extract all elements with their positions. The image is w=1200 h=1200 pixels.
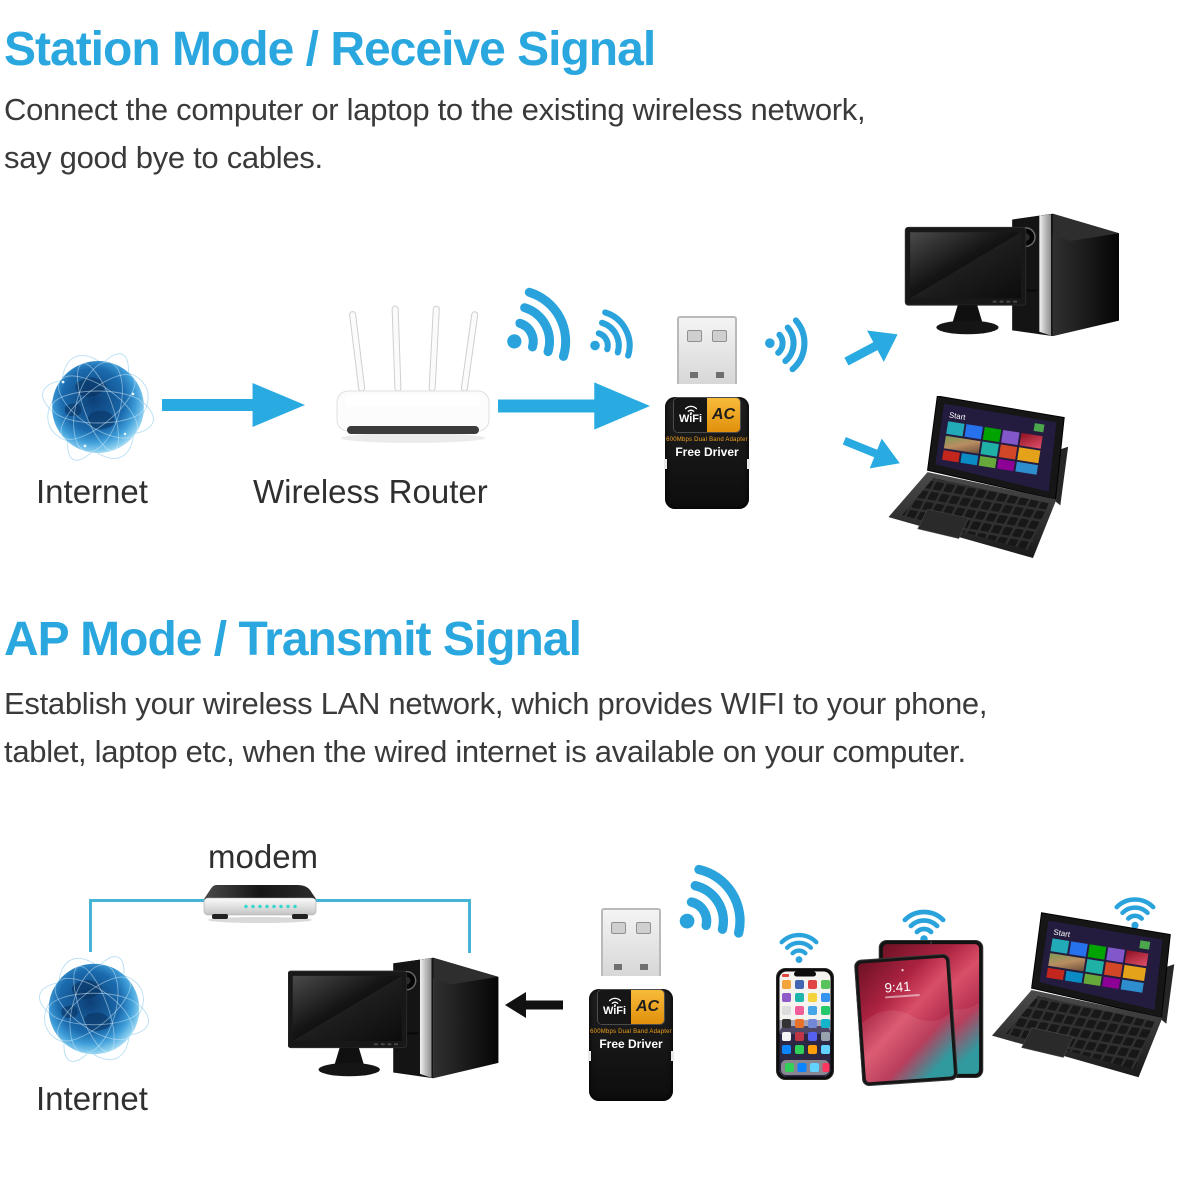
wireless-router-label: Wireless Router bbox=[253, 473, 488, 510]
usb-pin bbox=[690, 372, 698, 378]
station-mode-title: Station Mode / Receive Signal bbox=[4, 23, 656, 76]
usb-pin bbox=[614, 964, 622, 970]
adapter-driver-text: Free Driver bbox=[599, 1037, 663, 1051]
adapter-wifi-logo: WiFi bbox=[674, 398, 707, 432]
tablet-icon: 9:41 bbox=[854, 953, 958, 1087]
station-desc-line1: Connect the computer or laptop to the ex… bbox=[4, 92, 866, 127]
usb-hole bbox=[687, 330, 702, 342]
usb-wifi-adapter: WiFi AC 600Mbps Dual Band Adapter Free D… bbox=[664, 316, 750, 509]
ap-desc-line1: Establish your wireless LAN network, whi… bbox=[4, 686, 988, 721]
side-notch bbox=[588, 1051, 591, 1061]
cable-line-vertical-right bbox=[468, 899, 471, 953]
usb-hole bbox=[611, 922, 626, 934]
usb-wifi-adapter: WiFi AC 600Mbps Dual Band Adapter Free D… bbox=[588, 908, 674, 1101]
station-desc-line2: say good bye to cables. bbox=[4, 140, 323, 175]
arrow-right-icon bbox=[162, 383, 305, 427]
wireless-router-icon bbox=[336, 305, 490, 443]
arrow-left-icon bbox=[505, 992, 563, 1018]
usb-pin bbox=[716, 372, 724, 378]
usb-pin bbox=[640, 964, 648, 970]
adapter-ac-text: AC bbox=[631, 990, 664, 1024]
adapter-wifi-logo: WiFi bbox=[598, 990, 631, 1024]
adapter-wifi-text: WiFi bbox=[602, 1005, 627, 1017]
wifi-signal-icon bbox=[758, 311, 819, 379]
laptop-start-label: Start bbox=[948, 410, 966, 422]
smartphone-icon bbox=[776, 968, 834, 1080]
desktop-computer-icon bbox=[904, 213, 1119, 337]
arrow-right-icon bbox=[498, 382, 650, 430]
modem-label: modem bbox=[208, 838, 319, 875]
usb-connector bbox=[677, 316, 737, 384]
modem-icon bbox=[203, 885, 317, 923]
tablet-pair: 9:41 bbox=[854, 940, 988, 1090]
internet-globe-icon bbox=[39, 956, 149, 1062]
wifi-logo-arcs-icon bbox=[684, 405, 697, 414]
laptop-start-label: Start bbox=[1053, 928, 1072, 940]
usb-connector bbox=[601, 908, 661, 976]
laptop-icon: Start bbox=[992, 912, 1175, 1078]
ap-mode-description: Establish your wireless LAN network, whi… bbox=[4, 680, 987, 776]
adapter-driver-text: Free Driver bbox=[675, 445, 739, 459]
usb-hole bbox=[636, 922, 651, 934]
internet-label: Internet bbox=[36, 473, 148, 510]
internet-globe-icon bbox=[42, 353, 154, 461]
side-notch bbox=[664, 459, 667, 469]
side-notch bbox=[747, 459, 750, 469]
wifi-signal-icon bbox=[572, 295, 652, 378]
ap-mode-title: AP Mode / Transmit Signal bbox=[4, 613, 582, 666]
adapter-body: WiFi AC 600Mbps Dual Band Adapter Free D… bbox=[664, 397, 750, 509]
wifi-signal-icon bbox=[649, 841, 775, 970]
arrow-up-right-icon bbox=[844, 330, 898, 366]
adapter-spec-text: 600Mbps Dual Band Adapter bbox=[590, 1029, 672, 1035]
cable-line-vertical-left bbox=[89, 899, 92, 952]
internet-label: Internet bbox=[36, 1080, 148, 1117]
station-mode-description: Connect the computer or laptop to the ex… bbox=[4, 86, 866, 182]
adapter-badge: WiFi AC bbox=[673, 397, 741, 433]
wifi-icon bbox=[776, 926, 822, 966]
arrow-down-right-icon bbox=[842, 437, 900, 469]
laptop-icon: Start bbox=[888, 396, 1069, 559]
adapter-ac-text: AC bbox=[707, 398, 740, 432]
adapter-body: WiFi AC 600Mbps Dual Band Adapter Free D… bbox=[588, 989, 674, 1101]
wifi-signal-icon bbox=[480, 266, 599, 389]
ap-desc-line2: tablet, laptop etc, when the wired inter… bbox=[4, 734, 966, 769]
desktop-computer-icon bbox=[288, 957, 499, 1079]
adapter-badge: WiFi AC bbox=[597, 989, 665, 1025]
adapter-wifi-text: WiFi bbox=[678, 413, 703, 425]
side-notch bbox=[671, 1051, 674, 1061]
adapter-spec-text: 600Mbps Dual Band Adapter bbox=[666, 437, 748, 443]
tablet-clock-label: 9:41 bbox=[884, 979, 911, 996]
usb-hole bbox=[712, 330, 727, 342]
wifi-logo-arcs-icon bbox=[608, 997, 621, 1006]
wifi-icon bbox=[1107, 890, 1163, 932]
